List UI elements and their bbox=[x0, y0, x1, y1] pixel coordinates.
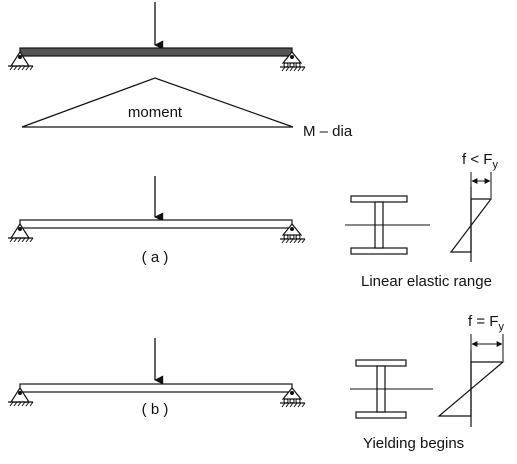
moment-triangle bbox=[21, 77, 294, 128]
moment-diagram-caption: M – dia bbox=[303, 123, 353, 140]
stress-b-label-main: f = F bbox=[468, 313, 498, 330]
stress-a-label: f < Fy bbox=[462, 151, 498, 171]
top-left-pin-support bbox=[8, 50, 34, 71]
beam-b-right-roller-support bbox=[280, 387, 306, 408]
top-beam bbox=[19, 47, 293, 57]
stress-a-label-main: f < F bbox=[462, 151, 492, 168]
beam-b bbox=[19, 383, 293, 393]
beam-a-right-roller-support bbox=[280, 223, 306, 244]
beam-a-left-pin-support bbox=[8, 222, 34, 243]
beam-b-label: ( b ) bbox=[142, 401, 169, 418]
stress-b-label-sub: y bbox=[498, 321, 504, 333]
top-beam-group bbox=[8, 2, 306, 72]
beam-a-group: ( a ) bbox=[8, 176, 306, 266]
i-section-a bbox=[345, 195, 430, 255]
stress-diagram-b bbox=[437, 334, 505, 427]
top-right-roller-support bbox=[280, 51, 306, 72]
i-section-b bbox=[350, 359, 433, 419]
case-a-caption: Linear elastic range bbox=[361, 273, 492, 290]
stress-b-label: f = Fy bbox=[468, 313, 504, 333]
stress-a-label-sub: y bbox=[492, 159, 498, 171]
beam-a bbox=[19, 219, 293, 229]
moment-label: moment bbox=[128, 104, 183, 121]
case-b-caption: Yielding begins bbox=[363, 435, 464, 452]
beam-b-left-pin-support bbox=[8, 386, 34, 407]
stress-diagram-a bbox=[449, 172, 493, 262]
beam-a-label: ( a ) bbox=[142, 249, 169, 266]
beam-b-group: ( b ) bbox=[8, 338, 306, 418]
moment-diagram: moment M – dia bbox=[21, 77, 353, 140]
